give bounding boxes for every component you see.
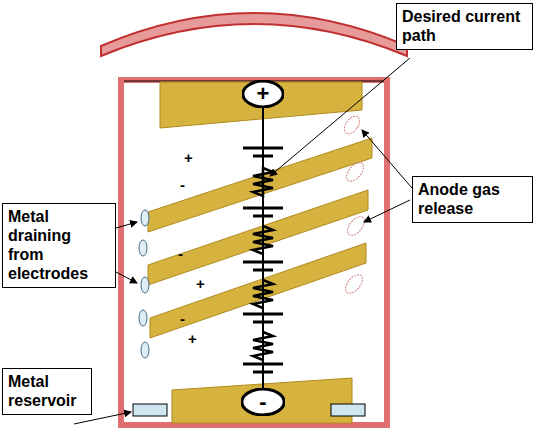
gas-bubbles (341, 113, 367, 296)
charge-sign: + (184, 150, 193, 165)
charge-sign: - (178, 246, 183, 261)
callout-text: Desired current path (402, 7, 527, 45)
callout-text: Metal draining from electrodes (8, 207, 110, 283)
callout-box: Metal draining from electrodes (2, 203, 116, 288)
metal-drops (139, 210, 149, 358)
current-path-circuit (243, 108, 283, 390)
polarity-sign: - (259, 389, 266, 415)
terminal-circle: + (242, 80, 284, 108)
cell-housing (121, 80, 387, 425)
callout-box: Anode gas release (412, 176, 533, 223)
charge-sign: + (196, 276, 205, 291)
terminal-circle: - (241, 388, 285, 416)
dome-lid (101, 13, 407, 56)
leader-lines (74, 58, 412, 424)
reservoir (331, 404, 365, 416)
callout-box: Metal reservoir (2, 368, 92, 415)
electrodes (148, 82, 372, 423)
callout-text: Metal reservoir (8, 372, 86, 410)
callout-text: Anode gas release (418, 180, 527, 218)
charge-sign: - (180, 311, 185, 326)
reservoir (133, 404, 167, 416)
charge-sign: - (180, 177, 185, 192)
callout-box: Desired current path (396, 3, 533, 50)
charge-sign: + (188, 331, 197, 346)
polarity-sign: + (257, 81, 270, 107)
